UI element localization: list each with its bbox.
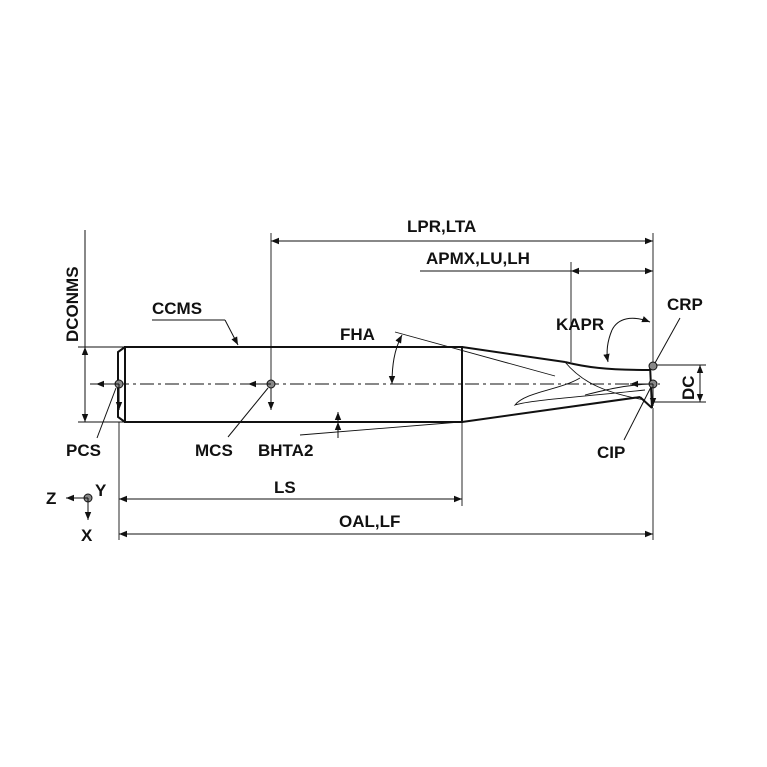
label-dc: DC — [679, 375, 698, 400]
dim-lpr-lta: LPR,LTA — [270, 217, 654, 384]
label-mcs: MCS — [195, 441, 233, 460]
flute-outline — [564, 361, 651, 371]
dim-oal-lf: OAL,LF — [118, 408, 654, 540]
label-oal-lf: OAL,LF — [339, 512, 400, 531]
label-cip: CIP — [597, 443, 625, 462]
flute-curve-1 — [564, 361, 646, 401]
leader-ccms: CCMS — [152, 299, 239, 346]
dim-apmx: APMX,LU,LH — [420, 249, 653, 362]
axis-legend: Z Y X — [46, 481, 107, 545]
dim-ls: LS — [119, 422, 463, 506]
mcs-point — [248, 379, 276, 389]
dim-dconms: DCONMS — [63, 230, 125, 423]
label-lpr-lta: LPR,LTA — [407, 217, 476, 236]
label-fha: FHA — [340, 325, 375, 344]
axis-y-label: Y — [95, 481, 107, 500]
label-dconms: DCONMS — [63, 266, 82, 342]
neck-lower — [461, 396, 641, 423]
leader-mcs: MCS — [195, 384, 275, 460]
dim-kapr: KAPR — [556, 315, 651, 363]
label-pcs: PCS — [66, 441, 101, 460]
leader-crp: CRP — [654, 295, 703, 364]
axis-z-label: Z — [46, 489, 56, 508]
cip-point — [630, 379, 658, 406]
leader-cip: CIP — [597, 386, 652, 462]
label-ccms: CCMS — [152, 299, 202, 318]
label-ls: LS — [274, 478, 296, 497]
label-crp: CRP — [667, 295, 703, 314]
label-kapr: KAPR — [556, 315, 604, 334]
dim-bhta2: BHTA2 — [258, 412, 461, 460]
label-apmx-lu-lh: APMX,LU,LH — [426, 249, 530, 268]
crp-point — [648, 361, 658, 371]
shank-outline — [124, 346, 463, 423]
label-bhta2: BHTA2 — [258, 441, 313, 460]
dim-dc: DC — [653, 364, 706, 403]
tool-body — [117, 346, 653, 423]
neck-upper — [461, 346, 566, 363]
dim-fha: FHA — [340, 325, 556, 385]
flute-curve-2 — [513, 377, 646, 406]
axis-x-label: X — [81, 526, 93, 545]
tip-lower — [639, 396, 653, 409]
pcs-point — [96, 379, 124, 410]
leader-pcs: PCS — [66, 387, 117, 460]
